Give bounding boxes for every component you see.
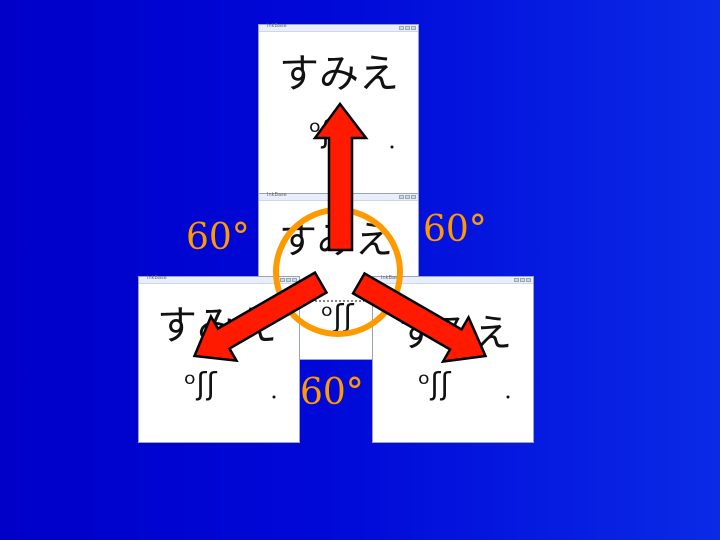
minimize-icon[interactable] [399, 26, 404, 30]
close-icon[interactable] [411, 26, 416, 30]
angle-label-left: 60° [186, 217, 250, 258]
ink-sub: ᵒʃʃ [321, 299, 354, 334]
angle-label-right: 60° [423, 209, 487, 250]
arrow-down-right [351, 271, 488, 364]
close-icon[interactable] [526, 278, 531, 282]
window-title: InkBase [267, 23, 287, 29]
minimize-icon[interactable] [399, 195, 404, 199]
arrow-down-left [192, 270, 329, 363]
arrow-up [312, 101, 369, 252]
window-title: InkBase [267, 192, 287, 198]
minimize-icon[interactable] [514, 278, 519, 282]
ink-sub: ᵒʃʃ [184, 367, 217, 402]
minimize-icon[interactable] [280, 278, 285, 282]
window-controls[interactable] [399, 195, 416, 199]
window-title: InkBase [381, 275, 401, 281]
close-icon[interactable] [411, 195, 416, 199]
window-controls[interactable] [280, 278, 297, 282]
close-icon[interactable] [292, 278, 297, 282]
window-controls[interactable] [514, 278, 531, 282]
maximize-icon[interactable] [286, 278, 291, 282]
ink-canvas[interactable]: すみえ ᵒʃʃ [259, 32, 418, 193]
titlebar[interactable]: InkBase [139, 275, 299, 284]
ink-dot [272, 395, 276, 399]
window-title: InkBase [147, 275, 167, 281]
angle-label-bottom: 60° [300, 372, 364, 413]
arrow-down-left-group [192, 270, 329, 363]
ink-dot [506, 395, 510, 399]
window-top[interactable]: InkBase すみえ ᵒʃʃ [258, 23, 419, 194]
ink-sub: ᵒʃʃ [418, 367, 451, 402]
maximize-icon[interactable] [405, 195, 410, 199]
ink-dot [390, 145, 394, 149]
ink-word: すみえ [279, 51, 399, 97]
maximize-icon[interactable] [520, 278, 525, 282]
maximize-icon[interactable] [405, 26, 410, 30]
titlebar[interactable]: InkBase [373, 275, 533, 284]
titlebar[interactable]: InkBase [259, 23, 418, 32]
arrow-down-right-group [351, 271, 488, 364]
ink-drawing-top: すみえ ᵒʃʃ [279, 51, 399, 150]
window-controls[interactable] [399, 26, 416, 30]
